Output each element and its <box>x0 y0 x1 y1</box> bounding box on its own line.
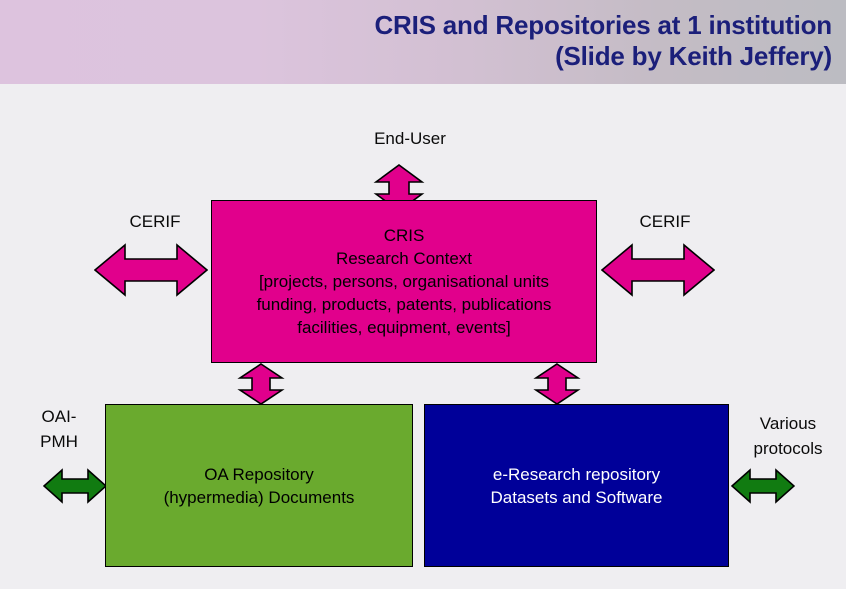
various-protocols-label: Various protocols <box>753 414 823 458</box>
end-user-label: End-User <box>374 129 446 148</box>
various-protocols-arrow <box>730 468 796 509</box>
cris-oa-arrow <box>237 363 285 410</box>
eresearch-repository-box-label: e-Research repository Datasets and Softw… <box>490 464 663 507</box>
cris-box-label: CRIS Research Context [projects, persons… <box>256 226 552 337</box>
oai-pmh-arrow <box>42 468 108 509</box>
cerif-right-label: CERIF <box>639 212 691 231</box>
cerif-right-arrow <box>600 243 716 302</box>
slide-header: CRIS and Repositories at 1 institution (… <box>0 0 846 84</box>
cerif-left-label: CERIF <box>129 212 181 231</box>
oa-repository-box[interactable]: OA Repository (hypermedia) Documents <box>105 404 413 567</box>
oa-repository-box-label: OA Repository (hypermedia) Documents <box>163 464 355 507</box>
cris-box[interactable]: CRIS Research Context [projects, persons… <box>211 200 597 363</box>
cris-eresearch-arrow <box>533 363 581 410</box>
eresearch-repository-box[interactable]: e-Research repository Datasets and Softw… <box>424 404 729 567</box>
page-title: CRIS and Repositories at 1 institution (… <box>374 10 832 71</box>
cerif-left-arrow <box>93 243 209 302</box>
oai-pmh-label: OAI- PMH <box>40 407 78 451</box>
